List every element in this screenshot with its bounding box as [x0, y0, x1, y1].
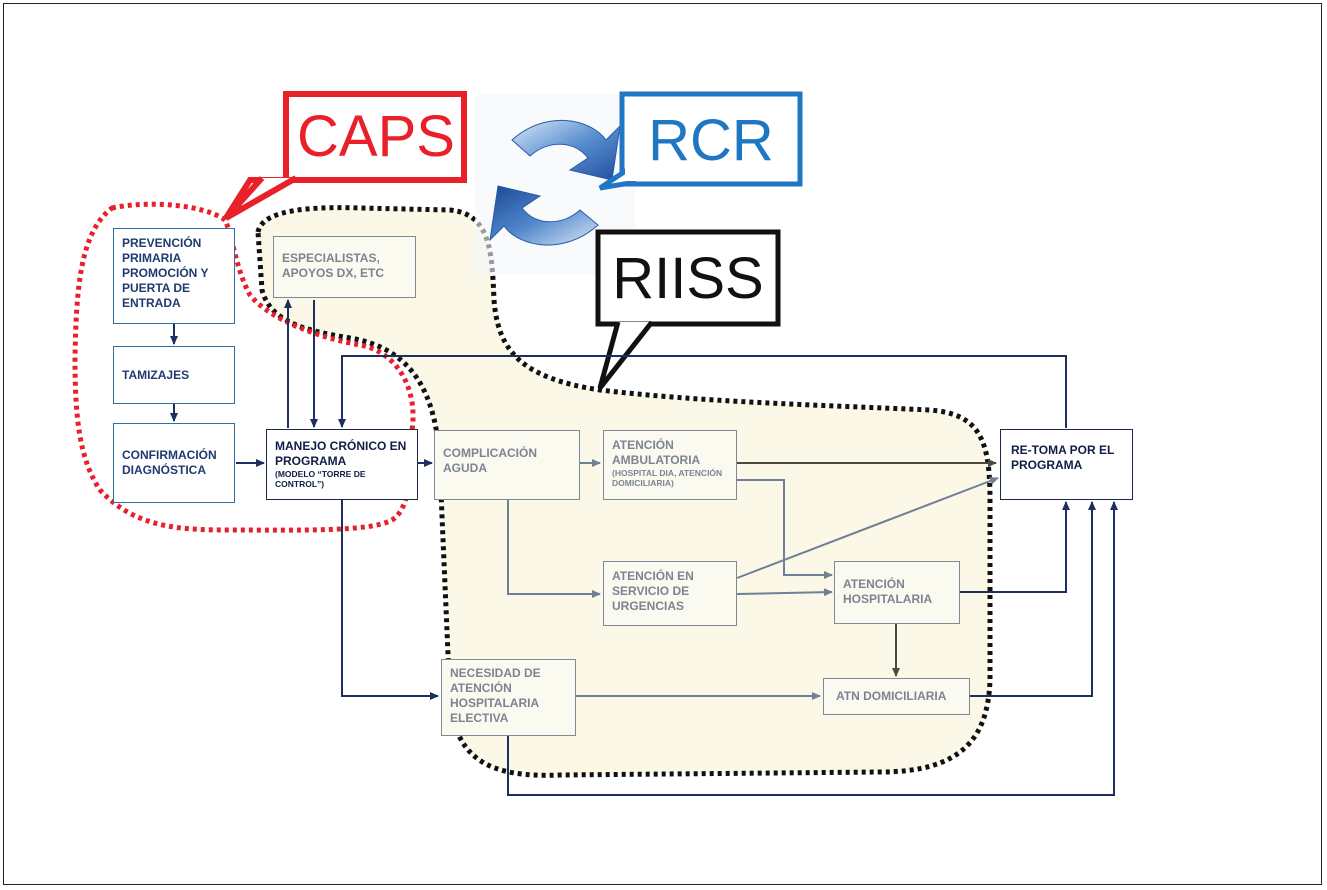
- node-tamizajes-label: TAMIZAJES: [122, 368, 190, 382]
- node-confirmacion: CONFIRMACIÓN DIAGNÓSTICA: [113, 423, 235, 503]
- caps-region: [72, 201, 416, 533]
- node-domiciliaria: ATN DOMICILIARIA: [823, 678, 970, 715]
- node-tamizajes: TAMIZAJES: [113, 346, 235, 404]
- node-manejo-label: MANEJO CRÓNICO EN PROGRAMA: [275, 439, 407, 468]
- node-ambulatoria: ATENCIÓN AMBULATORIA (HOSPITAL DIA, ATEN…: [603, 430, 737, 500]
- node-urgencias-label: ATENCIÓN EN SERVICIO DE URGENCIAS: [612, 569, 694, 613]
- node-manejo-sublabel: (MODELO “TORRE DE CONTROL”): [275, 469, 366, 489]
- node-especialistas: ESPECIALISTAS, APOYOS DX, ETC: [273, 236, 416, 298]
- node-necesidad: NECESIDAD DE ATENCIÓN HOSPITALARIA ELECT…: [441, 659, 576, 736]
- node-urgencias: ATENCIÓN EN SERVICIO DE URGENCIAS: [603, 561, 737, 626]
- node-especialistas-label: ESPECIALISTAS, APOYOS DX, ETC: [282, 251, 385, 280]
- node-retoma: RE-TOMA POR EL PROGRAMA: [1000, 429, 1133, 500]
- riiss-label: RIISS: [612, 246, 764, 311]
- node-ambulatoria-label: ATENCIÓN AMBULATORIA: [612, 438, 701, 467]
- slide-frame: [3, 3, 1322, 885]
- node-prevencion: PREVENCIÓN PRIMARIA PROMOCIÓN Y PUERTA D…: [113, 228, 235, 324]
- node-retoma-label: RE-TOMA POR EL PROGRAMA: [1011, 443, 1115, 472]
- node-complicacion-label: COMPLICACIÓN AGUDA: [443, 446, 537, 475]
- node-domiciliaria-label: ATN DOMICILIARIA: [836, 689, 947, 703]
- node-prevencion-label: PREVENCIÓN PRIMARIA PROMOCIÓN Y PUERTA D…: [122, 236, 209, 310]
- node-ambulatoria-sublabel: (HOSPITAL DIA, ATENCIÓN DOMICILIARIA): [612, 468, 723, 488]
- node-complicacion: COMPLICACIÓN AGUDA: [434, 430, 580, 500]
- node-manejo: MANEJO CRÓNICO EN PROGRAMA (MODELO “TORR…: [266, 429, 418, 500]
- caps-label: CAPS: [297, 104, 455, 169]
- node-necesidad-label: NECESIDAD DE ATENCIÓN HOSPITALARIA ELECT…: [450, 666, 541, 725]
- node-hospitalaria-label: ATENCIÓN HOSPITALARIA: [843, 577, 933, 606]
- rcr-label: RCR: [648, 108, 774, 173]
- node-hospitalaria: ATENCIÓN HOSPITALARIA: [834, 561, 960, 624]
- node-confirmacion-label: CONFIRMACIÓN DIAGNÓSTICA: [122, 448, 217, 477]
